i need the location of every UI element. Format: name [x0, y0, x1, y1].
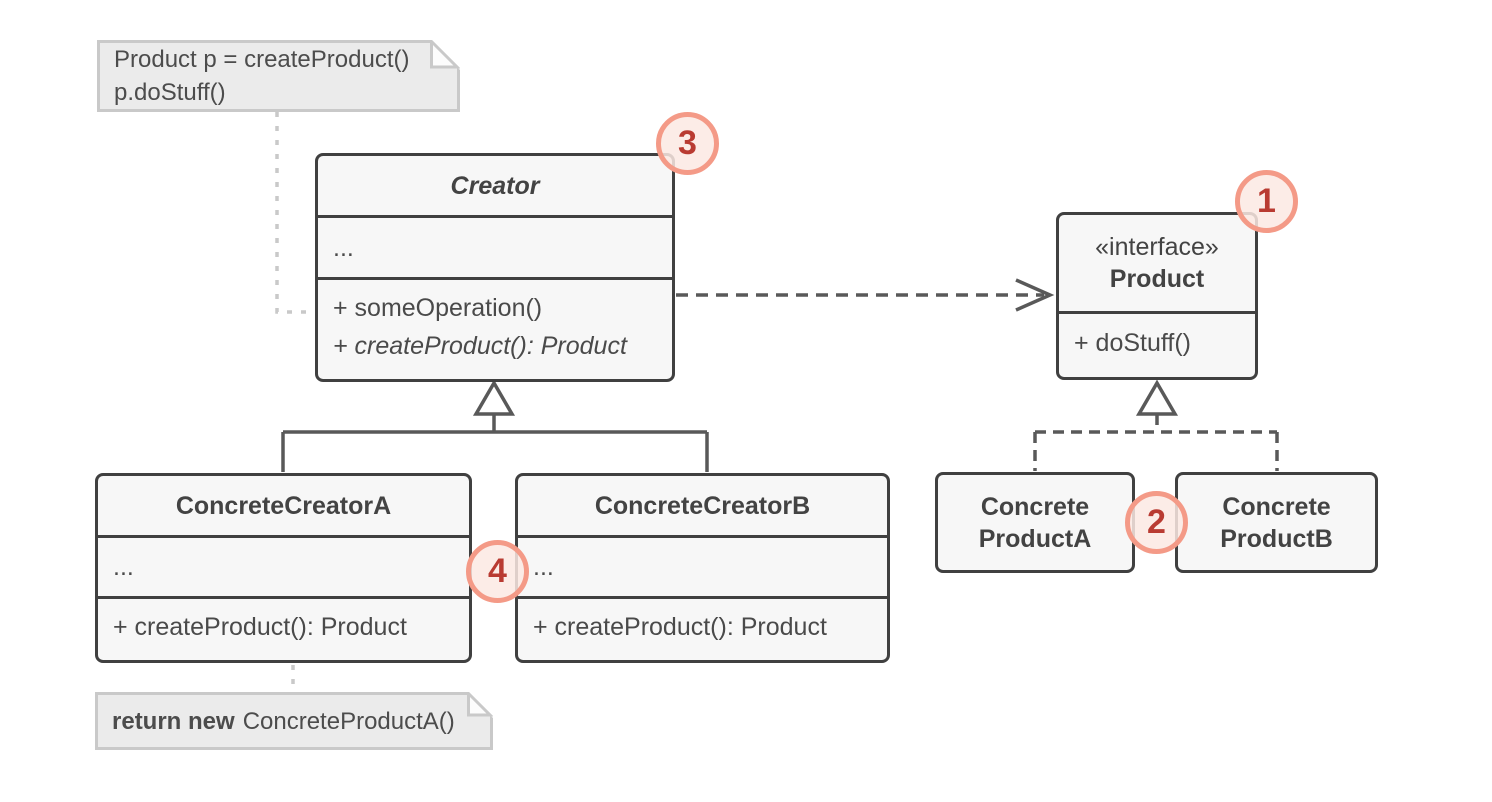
return-note-keyword: return new: [112, 707, 235, 735]
implementation-triangle-icon: [1135, 379, 1179, 416]
creator-method-someoperation: + someOperation(): [333, 293, 543, 322]
concrete-creator-a-title: ConcreteCreatorA: [175, 491, 392, 520]
creator-to-product-dependency-arrow: [676, 278, 1055, 312]
concrete-creator-a-class: ConcreteCreatorA ... + createProduct(): …: [95, 473, 472, 663]
badge-4: 4: [466, 540, 529, 603]
product-implementation-connector: [1033, 379, 1279, 471]
badge-1: 1: [1235, 170, 1298, 233]
creator-inheritance-connector: [281, 379, 709, 472]
return-note-code: ConcreteProductA(): [242, 707, 455, 735]
concrete-creator-b-fields-ellipsis: ...: [533, 553, 554, 581]
note-to-creator-dotted-connector: [275, 112, 312, 314]
creator-fields-ellipsis: ...: [333, 233, 354, 262]
product-interface-title: Product: [1109, 265, 1205, 293]
badge-3: 3: [656, 112, 719, 175]
concrete-creator-b-title: ConcreteCreatorB: [594, 491, 811, 520]
client-code-note: Product p = createProduct() p.doStuff(): [97, 40, 460, 112]
creator-method-createproduct: + createProduct(): Product: [333, 331, 627, 360]
concrete-product-a-class: Concrete ProductA: [935, 472, 1135, 573]
concrete-product-b-title-line: ProductB: [1220, 524, 1333, 553]
concrete-product-b-title-line: Concrete: [1222, 492, 1331, 521]
concrete-creator-a-fields-ellipsis: ...: [113, 553, 134, 581]
concrete-creator-a-method-createproduct: + createProduct(): Product: [113, 612, 407, 641]
concrete-creator-b-method-createproduct: + createProduct(): Product: [533, 612, 827, 641]
client-code-line: Product p = createProduct(): [114, 46, 410, 73]
product-stereotype: «interface»: [1095, 233, 1219, 261]
client-code-line: p.doStuff(): [114, 79, 226, 106]
product-method-dostuff: + doStuff(): [1074, 328, 1191, 357]
creator-class: Creator ... + someOperation() + createPr…: [315, 153, 675, 382]
note-fold-corner-icon: [430, 40, 460, 70]
creator-class-title: Creator: [450, 171, 540, 200]
concrete-creator-b-class: ConcreteCreatorB ... + createProduct(): …: [515, 473, 890, 663]
concrete-product-b-class: Concrete ProductB: [1175, 472, 1378, 573]
concrete-product-a-title-line: ProductA: [978, 524, 1092, 553]
badge-2: 2: [1125, 491, 1188, 554]
inheritance-triangle-icon: [472, 379, 516, 416]
note-fold-corner-icon: [467, 692, 493, 718]
concrete-product-a-title-line: Concrete: [980, 492, 1090, 521]
product-interface: «interface» Product + doStuff(): [1056, 212, 1258, 380]
